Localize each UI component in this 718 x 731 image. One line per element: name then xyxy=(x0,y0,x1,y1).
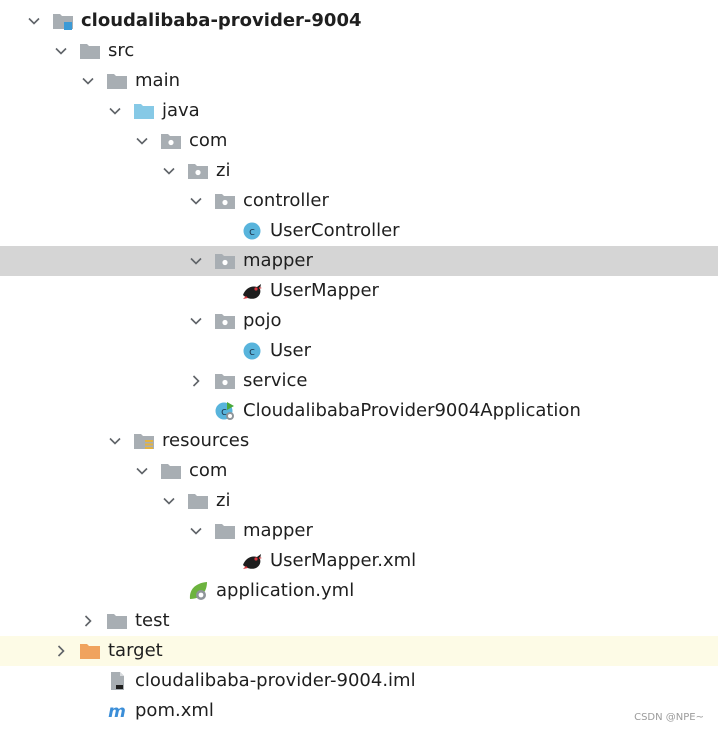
watermark-text: CSDN @NPE~ xyxy=(634,712,704,723)
chevron-down-icon[interactable] xyxy=(53,36,69,66)
source-folder-icon xyxy=(133,101,155,121)
tree-label: java xyxy=(162,100,200,121)
tree-row-resources[interactable]: resources xyxy=(0,426,718,456)
folder-icon xyxy=(214,521,236,541)
tree-row-com[interactable]: com xyxy=(0,126,718,156)
chevron-right-icon[interactable] xyxy=(80,606,96,636)
package-icon xyxy=(214,191,236,211)
tree-label: UserMapper xyxy=(270,280,379,301)
chevron-down-icon[interactable] xyxy=(161,486,177,516)
tree-label: com xyxy=(189,460,228,481)
tree-row-test[interactable]: test xyxy=(0,606,718,636)
package-icon xyxy=(214,251,236,271)
tree-row-rmapper[interactable]: mapper xyxy=(0,516,718,546)
tree-label: zi xyxy=(216,160,231,181)
chevron-right-icon[interactable] xyxy=(53,636,69,666)
tree-row-app[interactable]: c CloudalibabaProvider9004Application xyxy=(0,396,718,426)
tree-row-usermapperxml[interactable]: UserMapper.xml xyxy=(0,546,718,576)
tree-label: resources xyxy=(162,430,250,451)
tree-row-zi[interactable]: zi xyxy=(0,156,718,186)
tree-row-usercontroller[interactable]: c UserController xyxy=(0,216,718,246)
tree-label: UserController xyxy=(270,220,400,241)
module-folder-icon xyxy=(52,11,74,31)
chevron-down-icon[interactable] xyxy=(107,96,123,126)
tree-row-pojo[interactable]: pojo xyxy=(0,306,718,336)
tree-label: main xyxy=(135,70,180,91)
tree-row-main[interactable]: main xyxy=(0,66,718,96)
tree-label: CloudalibabaProvider9004Application xyxy=(243,400,581,421)
tree-label: com xyxy=(189,130,228,151)
folder-icon xyxy=(79,41,101,61)
tree-label: mapper xyxy=(243,520,313,541)
tree-label: mapper xyxy=(243,250,313,271)
tree-row-appyml[interactable]: application.yml xyxy=(0,576,718,606)
tree-label: UserMapper.xml xyxy=(270,550,417,571)
folder-icon xyxy=(187,491,209,511)
chevron-down-icon[interactable] xyxy=(188,186,204,216)
tree-label: cloudalibaba-provider-9004.iml xyxy=(135,670,416,691)
tree-row-java[interactable]: java xyxy=(0,96,718,126)
chevron-down-icon[interactable] xyxy=(188,306,204,336)
tree-label: controller xyxy=(243,190,329,211)
folder-icon xyxy=(106,611,128,631)
chevron-down-icon[interactable] xyxy=(107,426,123,456)
folder-icon xyxy=(106,71,128,91)
tree-row-user[interactable]: c User xyxy=(0,336,718,366)
tree-label: pom.xml xyxy=(135,700,214,721)
tree-row-src[interactable]: src xyxy=(0,36,718,66)
tree-label: application.yml xyxy=(216,580,355,601)
package-icon xyxy=(214,311,236,331)
tree-label: cloudalibaba-provider-9004 xyxy=(81,10,362,31)
svg-text:c: c xyxy=(221,405,227,418)
tree-row-pom[interactable]: m pom.xml xyxy=(0,696,718,726)
svg-text:c: c xyxy=(249,225,255,238)
tree-label: src xyxy=(108,40,135,61)
iml-file-icon xyxy=(106,671,128,691)
resources-folder-icon xyxy=(133,431,155,451)
chevron-down-icon[interactable] xyxy=(80,66,96,96)
tree-label: zi xyxy=(216,490,231,511)
package-icon xyxy=(187,161,209,181)
tree-row-iml[interactable]: cloudalibaba-provider-9004.iml xyxy=(0,666,718,696)
tree-row-root[interactable]: cloudalibaba-provider-9004 xyxy=(0,6,718,36)
tree-label: User xyxy=(270,340,312,361)
chevron-down-icon[interactable] xyxy=(161,156,177,186)
folder-icon xyxy=(160,461,182,481)
tree-row-controller[interactable]: controller xyxy=(0,186,718,216)
tree-row-target[interactable]: target xyxy=(0,636,718,666)
tree-label: test xyxy=(135,610,170,631)
maven-icon: m xyxy=(106,701,128,722)
class-icon: c xyxy=(241,341,263,361)
tree-row-rcom[interactable]: com xyxy=(0,456,718,486)
svg-text:m: m xyxy=(108,702,126,721)
chevron-down-icon[interactable] xyxy=(134,456,150,486)
chevron-right-icon[interactable] xyxy=(188,366,204,396)
class-icon: c xyxy=(241,221,263,241)
tree-row-usermapper[interactable]: UserMapper xyxy=(0,276,718,306)
chevron-down-icon[interactable] xyxy=(188,516,204,546)
tree-row-service[interactable]: service xyxy=(0,366,718,396)
chevron-down-icon[interactable] xyxy=(134,126,150,156)
mybatis-bird-icon xyxy=(241,281,263,301)
svg-text:c: c xyxy=(249,345,255,358)
tree-row-mapper[interactable]: mapper xyxy=(0,246,718,276)
mybatis-bird-icon xyxy=(241,551,263,571)
chevron-down-icon[interactable] xyxy=(26,6,42,36)
chevron-down-icon[interactable] xyxy=(188,246,204,276)
tree-row-rzi[interactable]: zi xyxy=(0,486,718,516)
spring-leaf-icon xyxy=(187,581,209,601)
tree-label: service xyxy=(243,370,308,391)
package-icon xyxy=(214,371,236,391)
excluded-folder-icon xyxy=(79,641,101,661)
tree-label: pojo xyxy=(243,310,282,331)
package-icon xyxy=(160,131,182,151)
spring-boot-class-icon: c xyxy=(214,401,236,421)
tree-label: target xyxy=(108,640,163,661)
